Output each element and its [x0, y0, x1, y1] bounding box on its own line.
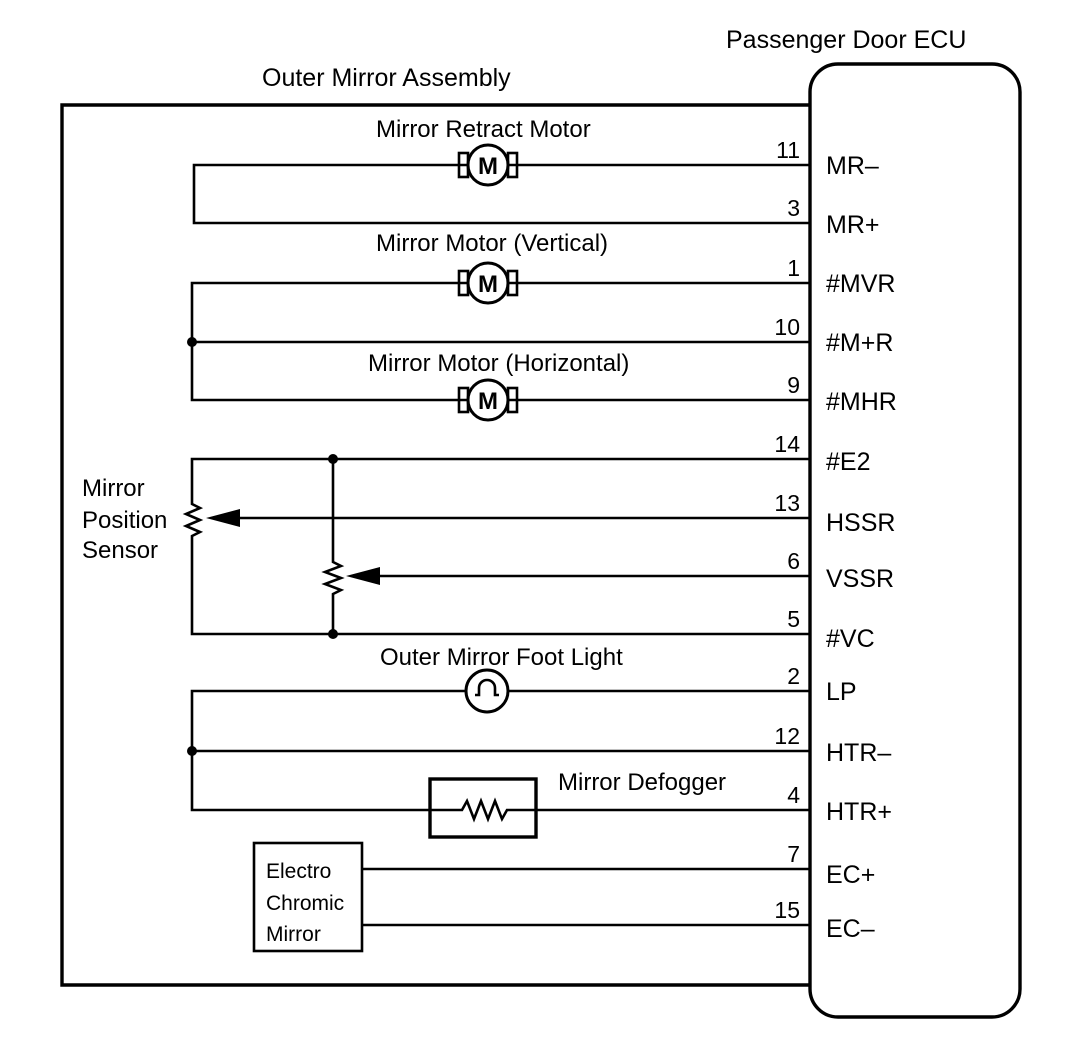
motor-m-symbol: M	[478, 153, 498, 180]
terminal-signal: #M+R	[826, 329, 893, 357]
pin-number: 15	[774, 897, 800, 923]
wire-pin5	[190, 540, 810, 636]
wiper-arrow-icon	[346, 567, 380, 585]
ecu-box	[808, 62, 1022, 1019]
defogger-label: Mirror Defogger	[558, 769, 726, 796]
terminal-signal: MR+	[826, 211, 879, 239]
assembly-title: Outer Mirror Assembly	[262, 64, 511, 92]
pin-number: 12	[774, 723, 800, 749]
vertical-motor: M	[457, 261, 519, 305]
assembly-frame	[60, 103, 810, 987]
pin-number: 5	[787, 606, 800, 632]
wire-pin14	[190, 457, 810, 500]
foot-light-bulb-icon	[464, 668, 510, 714]
terminal-signal: LP	[826, 678, 857, 706]
defogger-box	[428, 777, 538, 839]
position-sensor-label-3: Sensor	[82, 537, 158, 564]
vertical-sensor-resistor	[321, 558, 345, 598]
terminal-signal: HSSR	[826, 509, 895, 537]
motor-m-symbol: M	[478, 271, 498, 298]
electro-chromic-label-3: Mirror	[266, 923, 321, 946]
motor-m-symbol: M	[478, 388, 498, 415]
vertical-motor-label: Mirror Motor (Vertical)	[376, 230, 608, 257]
terminal-signal: #E2	[826, 448, 870, 476]
position-sensor-label-2: Position	[82, 507, 167, 534]
pin-number: 6	[787, 548, 800, 574]
terminal-signal: EC–	[826, 915, 875, 943]
terminal-signal: #VC	[826, 625, 875, 653]
defogger-resistor	[430, 797, 536, 823]
electro-chromic-label-1: Electro	[266, 860, 331, 883]
electro-chromic-box	[252, 841, 364, 953]
pin-number: 7	[787, 841, 800, 867]
horizontal-sensor-resistor	[182, 500, 204, 540]
pin-number: 10	[774, 314, 800, 340]
terminal-signal: #MHR	[826, 388, 897, 416]
position-sensor-label-1: Mirror	[82, 475, 145, 502]
terminal-signal: HTR–	[826, 739, 891, 767]
junction-dot	[187, 337, 197, 347]
horizontal-motor: M	[457, 378, 519, 422]
retract-motor-label: Mirror Retract Motor	[376, 116, 591, 143]
pin-number: 2	[787, 663, 800, 689]
junction-dot	[187, 746, 197, 756]
foot-light-label: Outer Mirror Foot Light	[380, 644, 623, 671]
pin-number: 1	[787, 255, 800, 281]
pin-number: 3	[787, 195, 800, 221]
terminal-signal: HTR+	[826, 798, 892, 826]
wiper-arrow-icon	[206, 509, 240, 527]
pin-number: 4	[787, 782, 800, 808]
ecu-title: Passenger Door ECU	[726, 26, 966, 54]
terminal-signal: #MVR	[826, 270, 895, 298]
horizontal-motor-label: Mirror Motor (Horizontal)	[368, 350, 629, 377]
pin-number: 11	[776, 137, 800, 163]
electro-chromic-label-2: Chromic	[266, 892, 344, 915]
terminal-signal: EC+	[826, 861, 875, 889]
terminal-signal: VSSR	[826, 565, 894, 593]
pin-number: 9	[787, 372, 800, 398]
pin-number: 13	[774, 490, 800, 516]
junction-dot	[328, 454, 338, 464]
pin-number: 14	[774, 431, 800, 457]
terminal-signal: MR–	[826, 152, 879, 180]
retract-motor: M	[457, 143, 519, 187]
junction-dot	[328, 629, 338, 639]
